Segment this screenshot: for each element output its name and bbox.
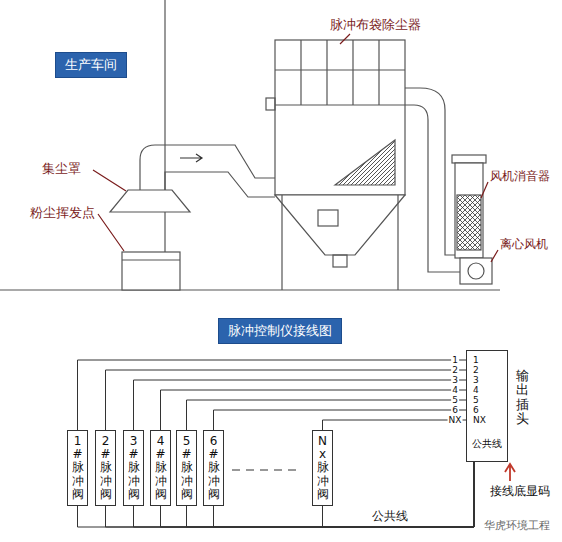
wire-number: 1 xyxy=(451,356,459,365)
pulse-valve: Nx脉冲阀 xyxy=(312,430,333,506)
pulse-valve: 4#脉冲阀 xyxy=(150,430,171,506)
inlet-duct xyxy=(140,145,275,197)
plug-title: 输出插头 xyxy=(516,369,529,426)
collector-body xyxy=(275,40,405,195)
fan-wheel xyxy=(468,263,484,279)
tag-text: 脉冲控制仪接线图 xyxy=(228,322,332,340)
common-wire xyxy=(214,462,475,527)
ground-line xyxy=(0,289,500,290)
pin-number: 2 xyxy=(473,365,479,375)
wire-number: 4 xyxy=(451,386,459,395)
pending-valves-dashes xyxy=(232,469,302,470)
pin-number: NX xyxy=(473,415,486,425)
silencer-mesh xyxy=(457,195,481,250)
pin-number: 1 xyxy=(473,355,479,365)
chimney xyxy=(455,163,483,258)
chimney-cap xyxy=(452,155,486,163)
pulse-header xyxy=(266,98,275,110)
collector-hopper xyxy=(275,195,405,255)
watermark: 华虎环境工程 xyxy=(484,518,550,533)
pin-number: 5 xyxy=(473,395,479,405)
pulse-valve: 1#脉冲阀 xyxy=(67,430,88,506)
fan-housing xyxy=(460,258,492,284)
signal-wire xyxy=(214,410,467,430)
collector-legs xyxy=(282,195,398,290)
signal-wire xyxy=(78,360,467,430)
signal-wire xyxy=(106,370,467,430)
part-label: 集尘罩 xyxy=(42,160,81,178)
pulse-valve: 6#脉冲阀 xyxy=(203,430,224,506)
valve-label: 4#脉冲阀 xyxy=(153,435,169,501)
dust-tank xyxy=(122,252,180,290)
part-label: 接线底显码 xyxy=(490,483,550,500)
valve-label: 1#脉冲阀 xyxy=(70,435,86,501)
signal-wire xyxy=(187,400,467,430)
wire-number: 6 xyxy=(451,406,459,415)
valve-label: 5#脉冲阀 xyxy=(179,435,195,501)
area-tag: 生产车间 xyxy=(55,52,127,78)
pulse-valve: 2#脉冲阀 xyxy=(95,430,116,506)
pin-number: 6 xyxy=(473,405,479,415)
pin-number: 4 xyxy=(473,385,479,395)
outlet-duct xyxy=(405,88,460,272)
pulse-valve: 3#脉冲阀 xyxy=(123,430,144,506)
part-label: 风机消音器 xyxy=(490,168,550,185)
pin-number: 3 xyxy=(473,375,479,385)
part-label: 粉尘挥发点 xyxy=(30,204,95,222)
wire-number: 2 xyxy=(451,366,459,375)
wire-number: 5 xyxy=(451,396,459,405)
leader-lines xyxy=(93,34,498,262)
section-tag: 脉冲控制仪接线图 xyxy=(218,318,342,344)
hopper-spout xyxy=(333,255,347,267)
signal-wire xyxy=(134,380,467,430)
tag-text: 生产车间 xyxy=(65,56,117,74)
signal-wire xyxy=(323,420,467,430)
signal-wire xyxy=(161,390,467,430)
part-label: 离心风机 xyxy=(500,236,548,253)
tank-rim xyxy=(122,259,180,260)
pulse-valve: 5#脉冲阀 xyxy=(176,430,197,506)
pointer-arrow xyxy=(505,464,515,481)
output-plug: 输出插头123456NX公共线 xyxy=(466,350,508,462)
valve-label: Nx脉冲阀 xyxy=(315,435,331,501)
valve-label: 6#脉冲阀 xyxy=(206,435,222,501)
wire-label: 公共线 xyxy=(371,510,409,522)
wire-number: NX xyxy=(448,416,463,425)
dust-hood xyxy=(110,190,190,212)
flow-arrow xyxy=(180,154,202,162)
filter-bags xyxy=(335,140,395,185)
common-terminal: 公共线 xyxy=(467,437,507,451)
valve-label: 2#脉冲阀 xyxy=(98,435,114,501)
part-label: 脉冲布袋除尘器 xyxy=(330,16,421,34)
collector-grid xyxy=(275,40,405,105)
wire-number: 3 xyxy=(451,376,459,385)
common-wire xyxy=(323,462,475,527)
hopper-door xyxy=(318,210,338,226)
valve-label: 3#脉冲阀 xyxy=(126,435,142,501)
